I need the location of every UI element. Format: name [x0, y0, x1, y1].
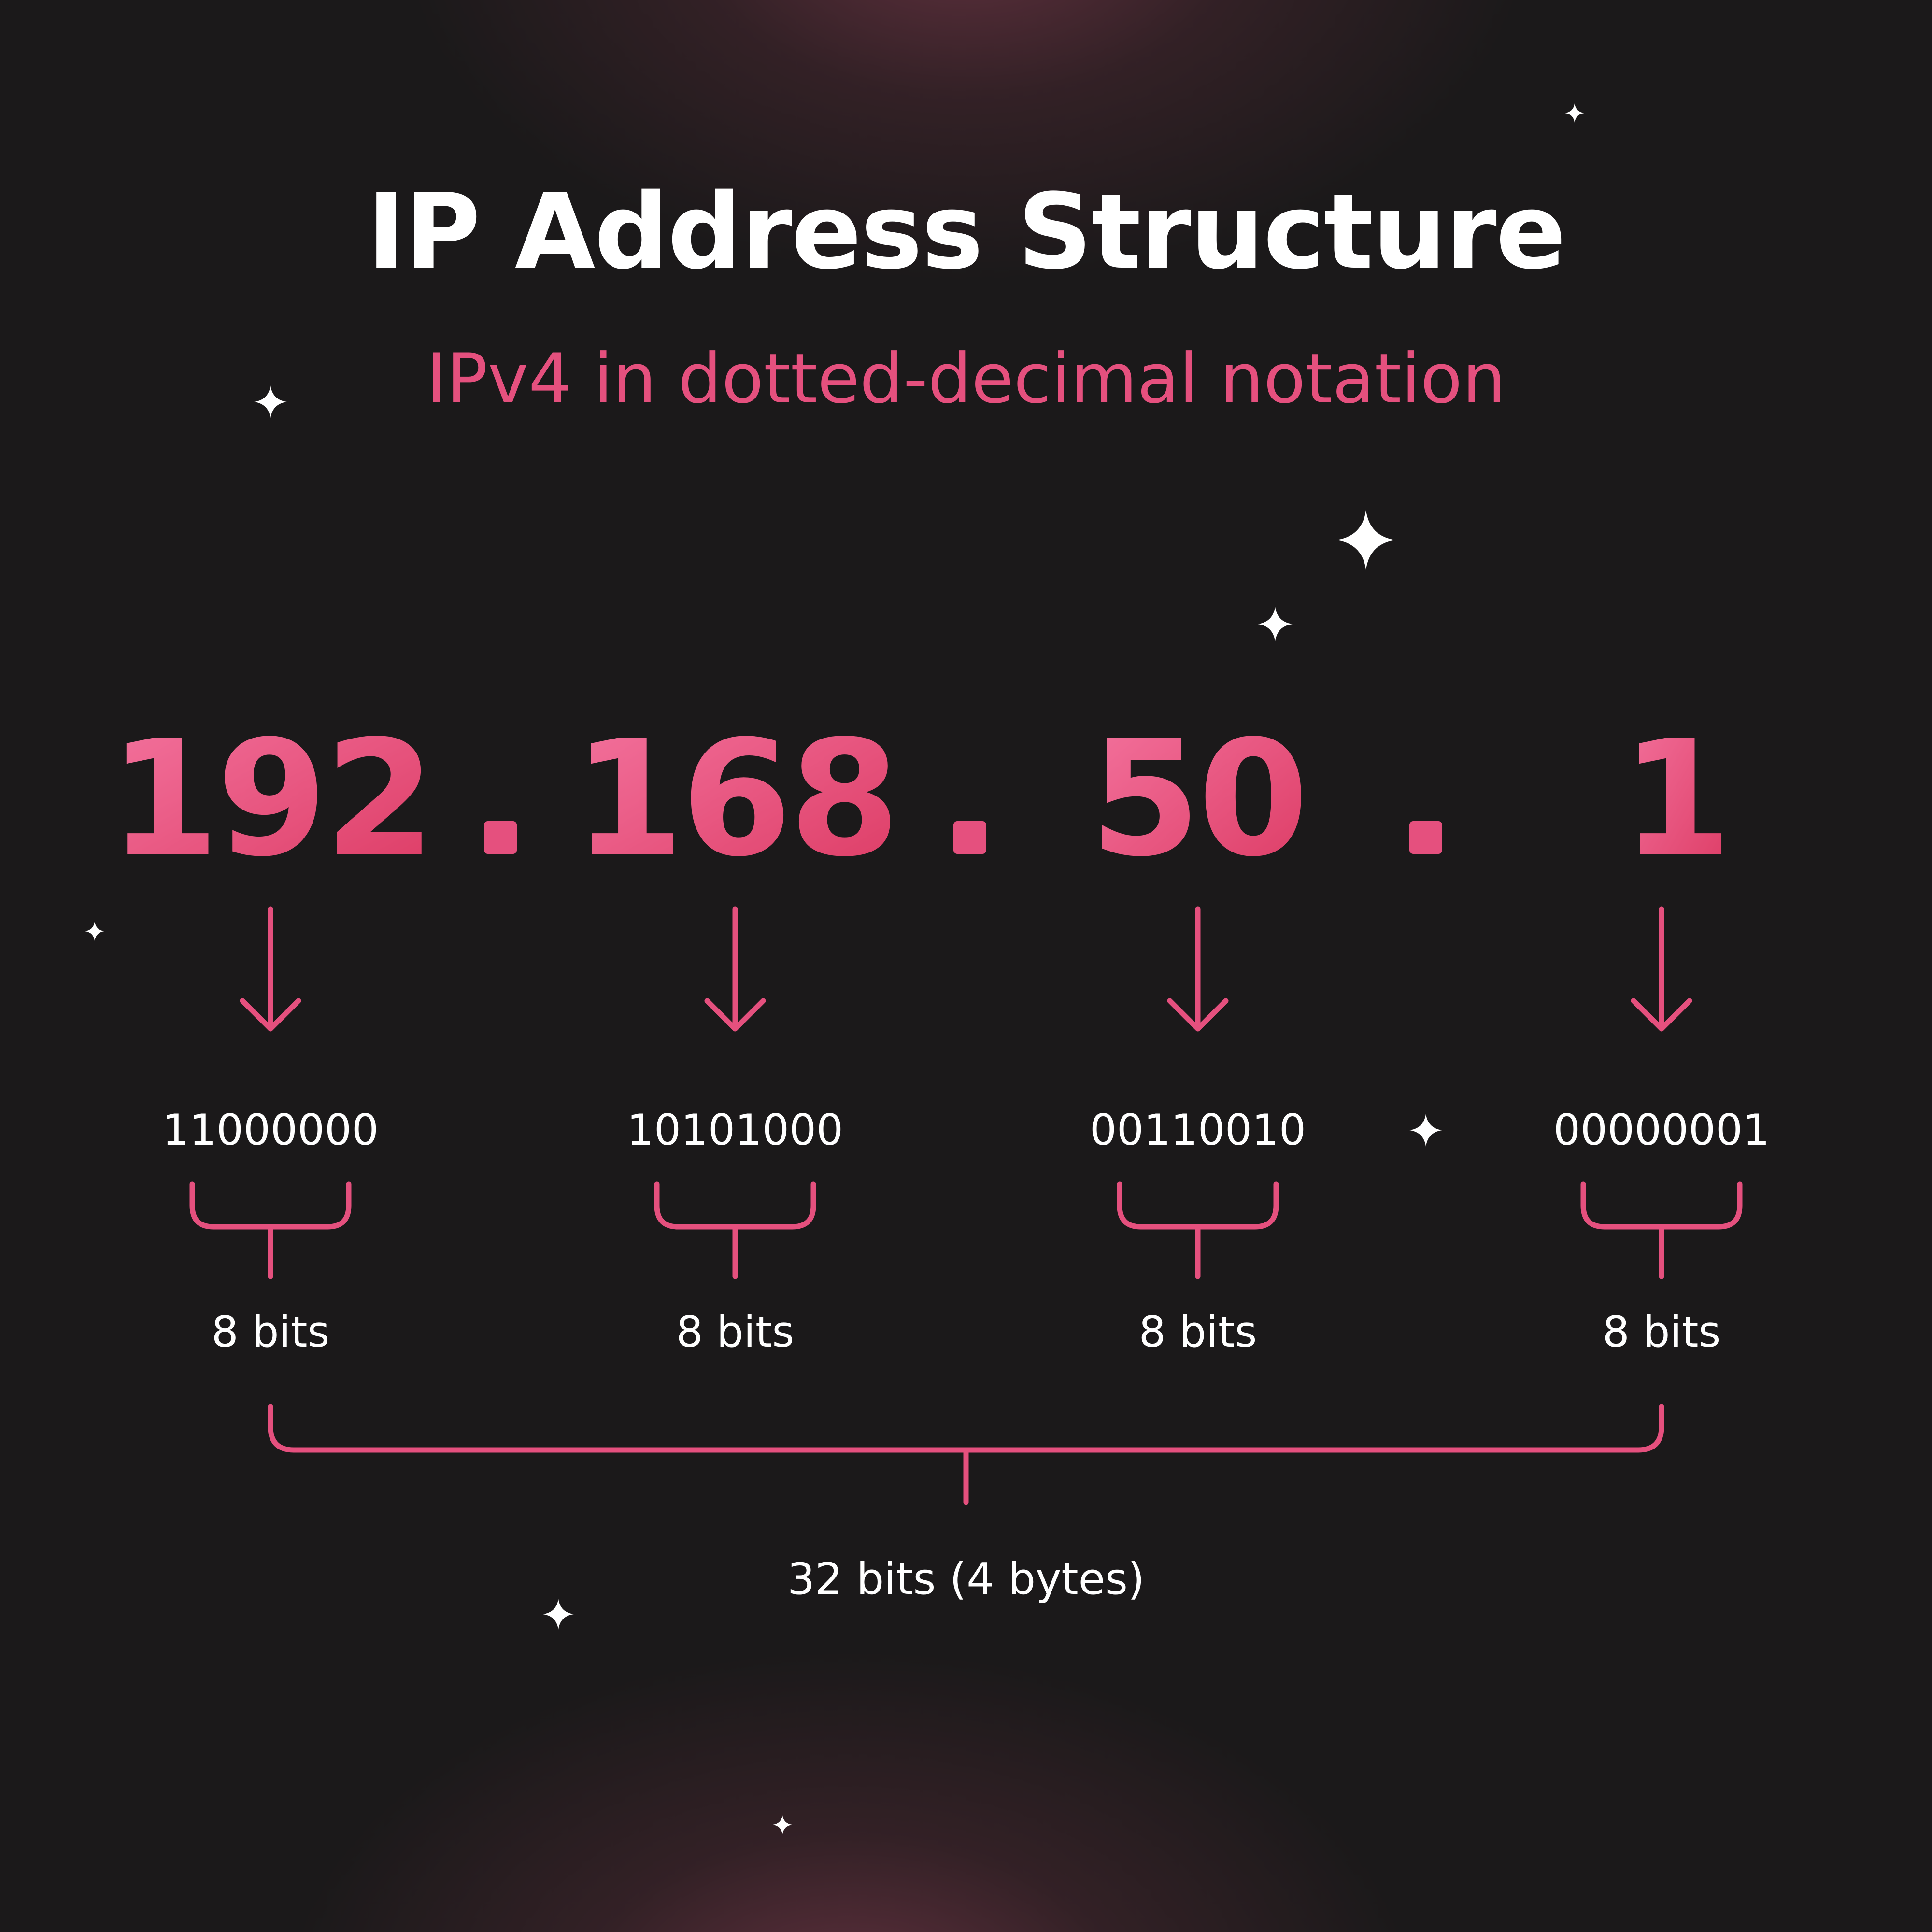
octet-separator-dot: . — [953, 821, 986, 854]
sparkle-icon — [543, 1599, 574, 1630]
page-title: IP Address Structure — [367, 171, 1566, 292]
octet-decimal: 168 — [573, 706, 897, 892]
total-brace-icon — [268, 1404, 1664, 1505]
octet-binary: 11000000 — [162, 1105, 379, 1155]
down-arrow-icon — [1167, 906, 1229, 1032]
octet-separator-dot: . — [1409, 821, 1442, 854]
octet-binary: 00000001 — [1553, 1105, 1770, 1155]
octet-bits-label: 8 bits — [676, 1307, 795, 1357]
down-arrow-icon — [240, 906, 301, 1032]
down-arrow-icon — [1631, 906, 1692, 1032]
octet-decimal: 50 — [1090, 706, 1306, 892]
down-arrow-icon — [704, 906, 766, 1032]
sparkle-icon — [1409, 1114, 1442, 1147]
octet-decimal: 192 — [109, 706, 433, 892]
sparkle-icon — [1565, 103, 1584, 123]
sparkle-icon — [1336, 510, 1396, 570]
page-subtitle: IPv4 in dotted-decimal notation — [426, 339, 1506, 419]
octet-column-4: 1 00000001 8 bits — [1553, 706, 1770, 1357]
brace-icon — [1117, 1181, 1279, 1279]
octet-bits-label: 8 bits — [212, 1307, 330, 1357]
sparkle-icon — [85, 922, 104, 941]
octet-binary: 00110010 — [1090, 1105, 1306, 1155]
total-bits-label: 32 bits (4 bytes) — [787, 1554, 1145, 1605]
octet-column-3: 50 00110010 8 bits — [1090, 706, 1309, 1357]
sparkle-icon — [254, 385, 287, 418]
octet-bits-label: 8 bits — [1139, 1307, 1257, 1357]
octet-column-2: 168 10101000 8 bits — [573, 706, 900, 1357]
sparkle-icon — [773, 1815, 792, 1834]
octet-decimal: 1 — [1621, 706, 1729, 892]
sparkle-icon — [1258, 607, 1293, 641]
brace-icon — [189, 1181, 352, 1279]
octet-bits-label: 8 bits — [1603, 1307, 1721, 1357]
octet-column-1: 192 11000000 8 bits — [109, 706, 436, 1357]
brace-icon — [1580, 1181, 1743, 1279]
brace-icon — [654, 1181, 816, 1279]
octet-separator-dot: . — [484, 821, 517, 854]
octet-binary: 10101000 — [627, 1105, 843, 1155]
